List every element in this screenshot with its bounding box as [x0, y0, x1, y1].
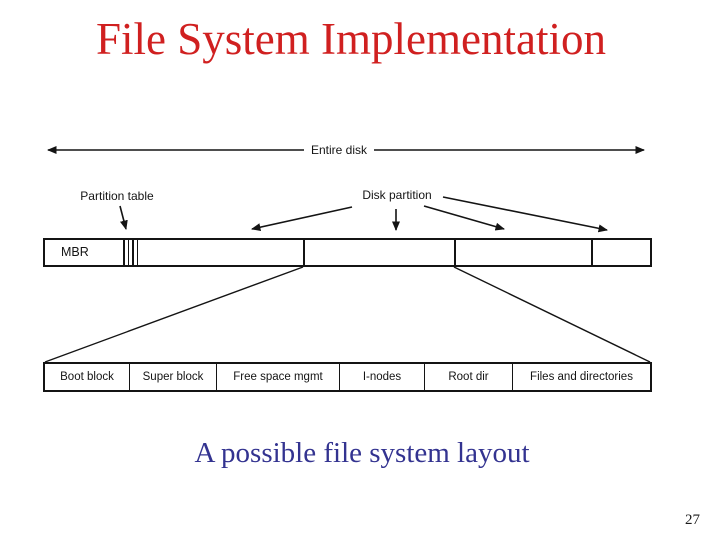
slide-title: File System Implementation: [96, 14, 606, 64]
layout-cell-super-block: Super block: [130, 364, 217, 390]
partition-divider: [591, 240, 593, 265]
disk-partition-arrow-1: [251, 206, 353, 232]
partition-table-label: Partition table: [77, 189, 157, 203]
partition-table-hatch-line: [127, 240, 129, 265]
layout-cell-free-space: Free space mgmt: [217, 364, 340, 390]
disk-partition-arrow-3: [423, 205, 505, 231]
partition-table-hatch-line: [123, 240, 125, 265]
partition-table-arrow: [119, 205, 128, 230]
expansion-line-left: [44, 266, 304, 363]
partition-divider: [303, 240, 305, 265]
partition-table-hatch-line: [132, 240, 134, 265]
layout-cell-inodes: I-nodes: [340, 364, 425, 390]
filesystem-layout-bar: Boot block Super block Free space mgmt I…: [43, 362, 652, 392]
slide-caption: A possible file system layout: [194, 437, 530, 469]
mbr-label: MBR: [61, 245, 89, 259]
layout-cell-root-dir: Root dir: [425, 364, 513, 390]
page-number: 27: [685, 512, 700, 528]
disk-partition-arrow-4: [442, 196, 608, 233]
partition-divider: [454, 240, 456, 265]
disk-bar: MBR: [43, 238, 652, 267]
entire-disk-label: Entire disk: [307, 143, 371, 157]
partition-table-hatch-line: [136, 240, 138, 265]
expansion-line-right: [453, 266, 651, 363]
layout-cell-boot-block: Boot block: [45, 364, 130, 390]
disk-partition-label: Disk partition: [359, 188, 435, 202]
layout-cell-files-dirs: Files and directories: [530, 371, 633, 383]
